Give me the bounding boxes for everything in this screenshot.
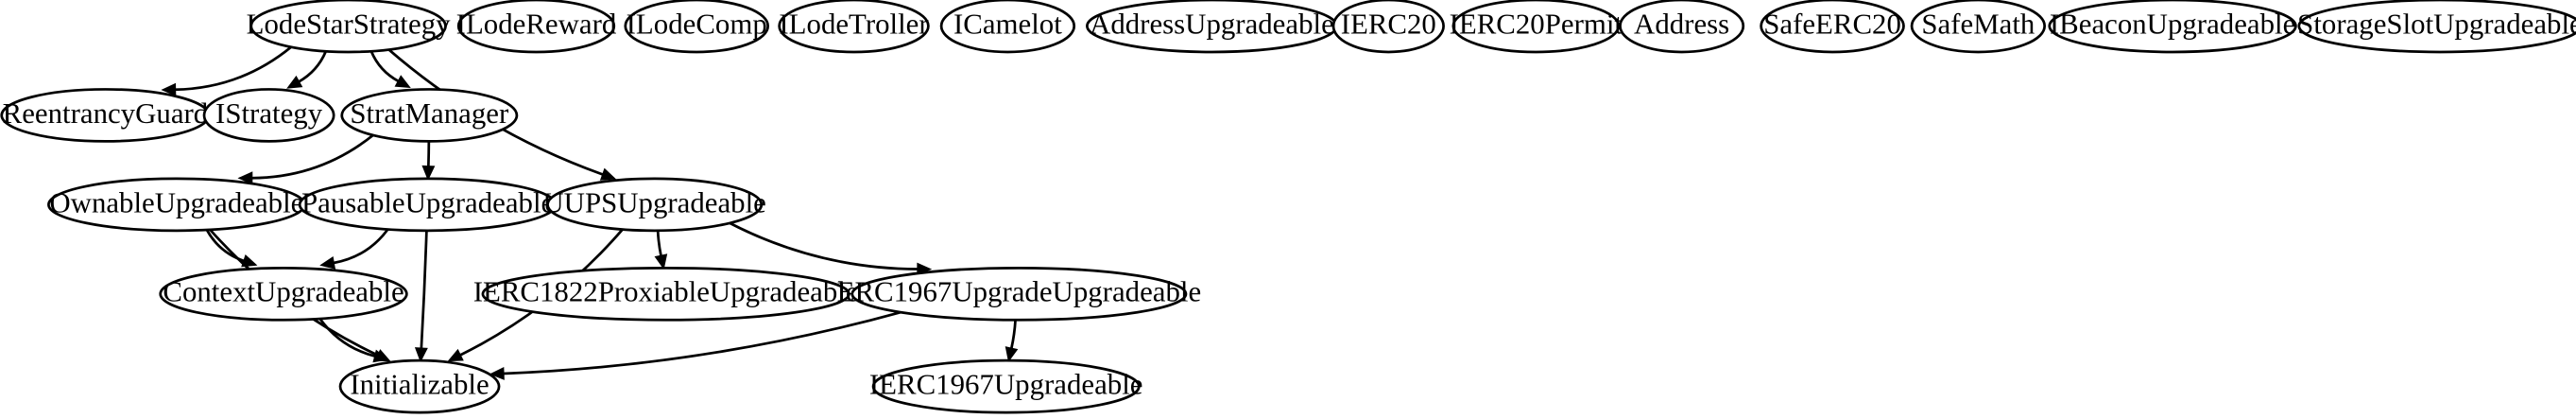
node-label-initializable: Initializable (350, 368, 489, 401)
node-ellipse-ilode-troller[interactable] (778, 0, 930, 54)
node-label-safe-math: SafeMath (1921, 7, 2035, 40)
node-ellipse-erc1967-upgrade-upgradeable[interactable] (850, 266, 1188, 322)
node-ibeacon-upgradeable[interactable]: IBeaconUpgradeable (2048, 0, 2297, 54)
node-label-ilode-comp: ILodeComp (627, 7, 767, 40)
node-label-address: Address (1634, 7, 1729, 40)
node-ellipse-ibeacon-upgradeable[interactable] (2048, 0, 2297, 54)
node-label-address-upgradeable: AddressUpgradeable (1090, 7, 1334, 40)
node-uupsupgradeable[interactable]: UUPSUpgradeable (542, 177, 766, 233)
node-label-ibeacon-upgradeable: IBeaconUpgradeable (2050, 7, 2295, 40)
arrowhead-lode-star-strategy-to-reentrancy-guard (161, 82, 177, 96)
edge-erc1967-upgrade-upgradeable-to-initializable (503, 310, 902, 375)
node-label-icamelot: ICamelot (953, 7, 1062, 40)
edge-lode-star-strategy-to-strat-manager (369, 50, 400, 83)
node-ellipse-storage-slot-upgradeable[interactable] (2297, 0, 2576, 54)
node-label-ilode-reward: ILodeReward (456, 7, 617, 40)
node-ellipse-address[interactable] (1619, 0, 1745, 54)
arrowhead-pausable-upgradeable-to-context-upgradeable (319, 255, 336, 270)
node-icamelot[interactable]: ICamelot (939, 0, 1076, 54)
edge-uupsupgradeable-to-ierc1822-proxiable-upgradeable (656, 230, 662, 256)
node-pausable-upgradeable[interactable]: PausableUpgradeable (298, 177, 558, 233)
node-ilode-reward[interactable]: ILodeReward (456, 0, 617, 54)
node-reentrancy-guard[interactable]: ReentrancyGuard (0, 88, 211, 143)
node-address[interactable]: Address (1619, 0, 1745, 54)
node-label-ownable-upgradeable: OwnableUpgradeable (49, 185, 303, 218)
edge-erc1967-upgrade-upgradeable-to-ierc1967-upgradeable (1009, 320, 1017, 349)
node-ellipse-icamelot[interactable] (939, 0, 1076, 54)
node-label-strat-manager: StratManager (350, 96, 509, 130)
node-label-uupsupgradeable: UUPSUpgradeable (542, 185, 765, 218)
node-storage-slot-upgradeable[interactable]: StorageSlotUpgradeable (2297, 0, 2576, 54)
arrowhead-strat-manager-to-ownable-upgradeable (237, 171, 253, 185)
node-strat-manager[interactable]: StratManager (340, 88, 519, 143)
node-ellipse-safe-erc20[interactable] (1760, 0, 1905, 54)
node-label-ierc20: IERC20 (1341, 7, 1436, 40)
arrowhead-pausable-upgradeable-to-initializable (414, 347, 428, 363)
node-ellipse-initializable[interactable] (338, 358, 501, 414)
node-ilode-comp[interactable]: ILodeComp (624, 0, 770, 54)
node-ellipse-ierc1822-proxiable-upgradeable[interactable] (481, 266, 850, 322)
arrowhead-lode-star-strategy-to-uupsupgradeable (599, 167, 617, 181)
edge-context-upgradeable-to-initializable (318, 318, 376, 358)
node-label-lode-star-strategy: LodeStarStrategy (247, 7, 451, 40)
node-ellipse-ilode-reward[interactable] (456, 0, 616, 54)
arrowhead-strat-manager-to-pausable-upgradeable (421, 165, 436, 182)
node-erc1967-upgrade-upgradeable[interactable]: ERC1967UpgradeUpgradeable (837, 266, 1202, 322)
node-label-erc1967-upgrade-upgradeable: ERC1967UpgradeUpgradeable (837, 275, 1202, 308)
edge-lode-star-strategy-to-istrategy (298, 50, 328, 83)
node-label-pausable-upgradeable: PausableUpgradeable (301, 185, 554, 218)
node-label-context-upgradeable: ContextUpgradeable (163, 275, 404, 308)
node-ierc1967-upgradeable[interactable]: IERC1967Upgradeable (869, 358, 1143, 414)
edge-pausable-upgradeable-to-initializable (420, 230, 428, 349)
node-ierc20[interactable]: IERC20 (1331, 0, 1445, 54)
node-safe-math[interactable]: SafeMath (1910, 0, 2047, 54)
node-ownable-upgradeable[interactable]: OwnableUpgradeable (47, 177, 306, 233)
node-initializable[interactable]: Initializable (338, 358, 501, 414)
node-label-reentrancy-guard: ReentrancyGuard (3, 96, 209, 130)
node-label-storage-slot-upgradeable: StorageSlotUpgradeable (2297, 7, 2576, 40)
node-ellipse-safe-math[interactable] (1910, 0, 2047, 54)
arrowhead-uupsupgradeable-to-ierc1822-proxiable-upgradeable (654, 253, 668, 271)
node-label-ilode-troller: ILodeTroller (779, 7, 929, 40)
node-ellipse-strat-manager[interactable] (340, 88, 519, 143)
arrowhead-uupsupgradeable-to-initializable (447, 348, 464, 362)
node-label-safe-erc20: SafeERC20 (1763, 7, 1901, 40)
node-label-ierc20-permit: IERC20Permit (1450, 7, 1623, 40)
arrowhead-ownable-upgradeable-to-context-upgradeable (241, 254, 258, 268)
node-label-ierc1967-upgradeable: IERC1967Upgradeable (869, 368, 1143, 401)
node-ellipse-istrategy[interactable] (202, 88, 335, 143)
node-label-istrategy: IStrategy (215, 96, 323, 130)
node-safe-erc20[interactable]: SafeERC20 (1760, 0, 1905, 54)
node-ellipse-ierc20-permit[interactable] (1451, 0, 1621, 54)
node-context-upgradeable[interactable]: ContextUpgradeable (159, 266, 408, 322)
arrowhead-lode-star-strategy-to-strat-manager (394, 75, 411, 88)
edge-uupsupgradeable-to-erc1967-upgrade-upgradeable (729, 221, 919, 271)
node-ellipse-context-upgradeable[interactable] (159, 266, 408, 322)
node-ilode-troller[interactable]: ILodeTroller (778, 0, 930, 54)
node-ellipse-lode-star-strategy[interactable] (249, 0, 447, 54)
node-ellipse-ilode-comp[interactable] (624, 0, 770, 54)
edge-pausable-upgradeable-to-context-upgradeable (333, 228, 389, 265)
node-ellipse-ierc1967-upgradeable[interactable] (871, 358, 1141, 414)
node-ierc1822-proxiable-upgradeable[interactable]: IERC1822ProxiableUpgradeable (473, 266, 859, 322)
arrowhead-erc1967-upgrade-upgradeable-to-initializable (489, 366, 505, 380)
edge-lode-star-strategy-to-reentrancy-guard (175, 45, 292, 92)
arrowhead-lode-star-strategy-to-istrategy (286, 75, 303, 89)
node-ierc20-permit[interactable]: IERC20Permit (1450, 0, 1623, 54)
node-lode-star-strategy[interactable]: LodeStarStrategy (247, 0, 451, 54)
arrowhead-context-upgradeable-to-initializable (372, 349, 389, 363)
node-ellipse-ierc20[interactable] (1331, 0, 1445, 54)
node-ellipse-uupsupgradeable[interactable] (546, 177, 764, 233)
node-label-ierc1822-proxiable-upgradeable: IERC1822ProxiableUpgradeable (473, 275, 859, 308)
arrowhead-erc1967-upgrade-upgradeable-to-ierc1967-upgradeable (1005, 346, 1019, 363)
edge-strat-manager-to-ownable-upgradeable (251, 133, 374, 180)
node-address-upgradeable[interactable]: AddressUpgradeable (1086, 0, 1338, 54)
node-istrategy[interactable]: IStrategy (202, 88, 335, 143)
